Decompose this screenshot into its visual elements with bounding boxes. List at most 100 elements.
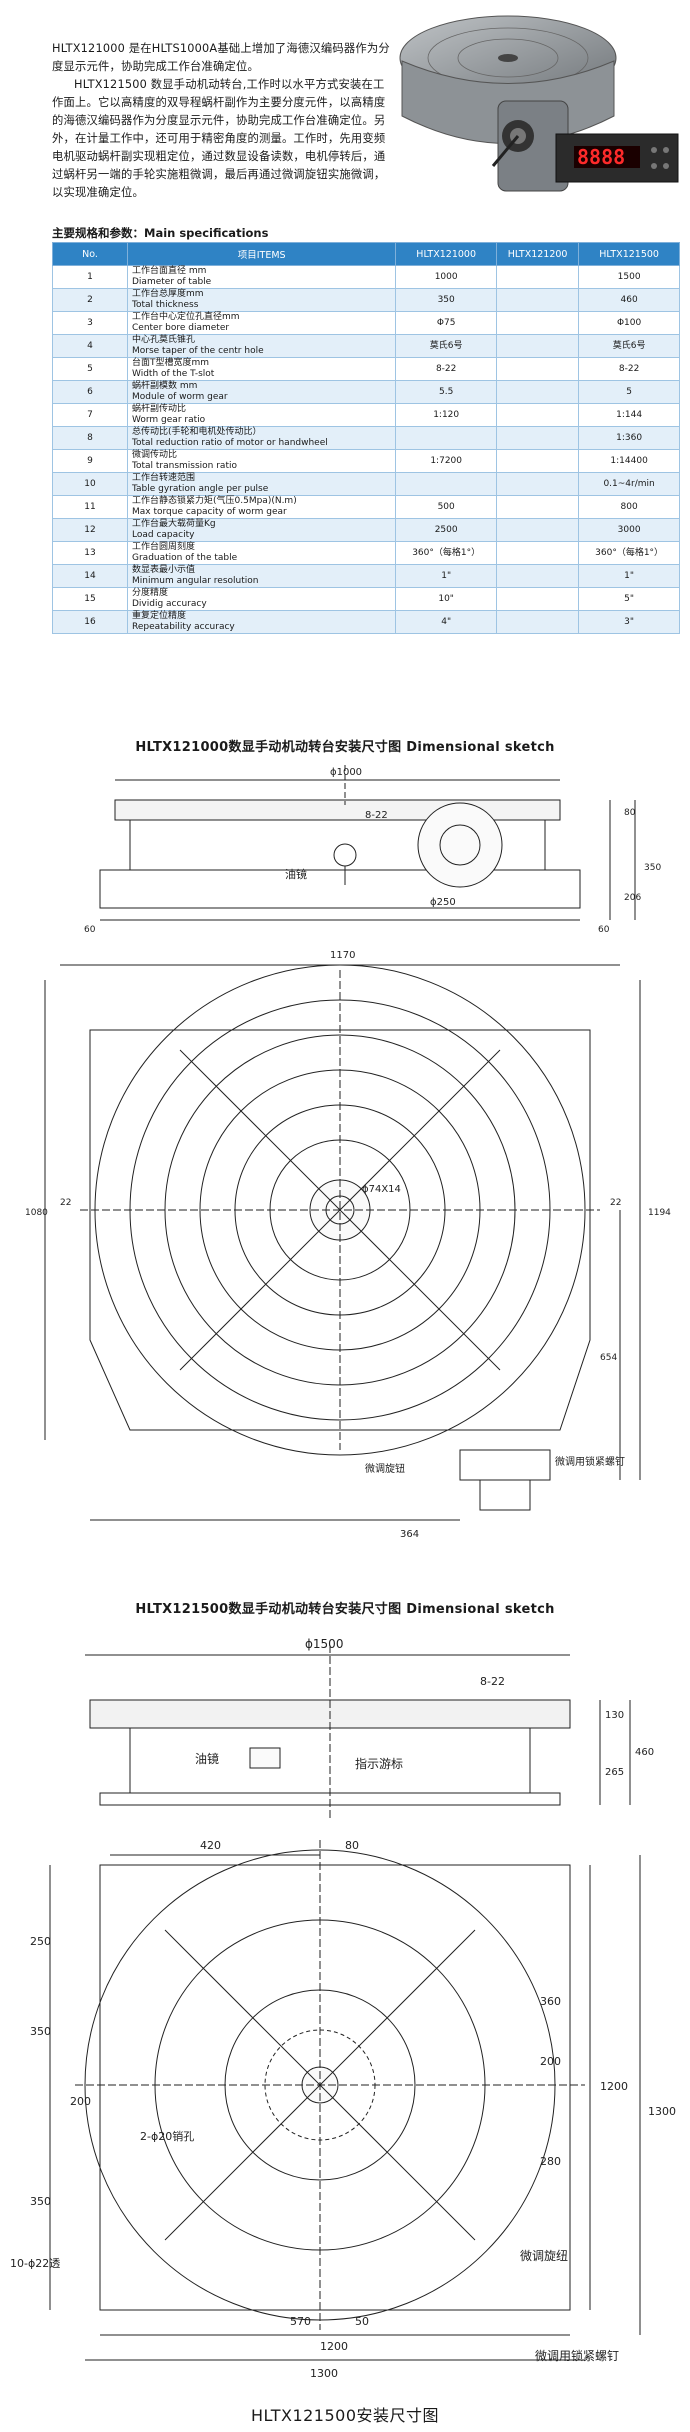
cell-item-text: 工作台中心定位孔直径mm (132, 312, 240, 322)
cell-model-1500: 0.1~4r/min (578, 472, 680, 496)
cell-model-1200 (496, 311, 580, 335)
cell-model-1200 (496, 288, 580, 312)
cell-model-1500: 460 (578, 288, 680, 312)
cell-no: 7 (52, 403, 128, 427)
cell-model-1200 (496, 449, 580, 473)
cell-no-text: 6 (87, 386, 93, 397)
sk3-h1300: 1300 (648, 2105, 676, 2118)
cell-model-1500-text: 5 (626, 386, 632, 397)
cell-item-text: 中心孔莫氏锥孔 (132, 335, 196, 345)
cell-model-1000: 1000 (395, 265, 498, 289)
sk1-l22a: 22 (60, 1198, 71, 1208)
cell-no-text: 12 (84, 524, 96, 535)
cell-model-1000: 500 (395, 495, 498, 519)
sk3-h350b: 350 (30, 2195, 51, 2208)
cell-item-text: 蜗杆副传动比 (132, 404, 187, 414)
cell-item-text: 工作台最大载荷量Kg (132, 519, 216, 529)
sk1-l60a: 60 (84, 925, 96, 935)
cell-no: 5 (52, 357, 128, 381)
cell-item-text-en: Repeatability accuracy (132, 622, 235, 632)
sk3-screw: 微调用锁紧螺钉 (535, 2348, 619, 2363)
sk1-l22b: 22 (610, 1198, 621, 1208)
sketch3-plan-view: 420 80 250 350 200 2-ϕ20销孔 350 10-ϕ22透 3… (10, 1839, 676, 2380)
cell-model-1500: 1:144 (578, 403, 680, 427)
sk1-h654: 654 (600, 1353, 617, 1363)
sk3-h250: 250 (30, 1935, 51, 1948)
sk2-h265: 265 (605, 1767, 624, 1778)
cell-item-text: 工作台转速范围 (132, 473, 196, 483)
cell-item-text-en: Total reduction ratio of motor or handwh… (132, 438, 328, 448)
sk3-h200: 200 (70, 2095, 91, 2108)
cell-no-text: 7 (87, 409, 93, 420)
sk1-knob: 微调旋钮 (365, 1462, 405, 1475)
sk2-d1500: ϕ1500 (305, 1637, 343, 1651)
sk3-h360: 360 (540, 1995, 561, 2008)
sk1-oil: 油镜 (285, 867, 307, 881)
cell-model-1500: 8-22 (578, 357, 680, 381)
cell-no: 2 (52, 288, 128, 312)
cell-model-1000: 10" (395, 587, 498, 611)
cell-no-text: 8 (87, 432, 93, 443)
cell-item-text-en: Table gyration angle per pulse (132, 484, 269, 494)
sk2-h460: 460 (635, 1747, 654, 1758)
cell-model-1500-text: 3000 (617, 524, 641, 535)
sk2-h130: 130 (605, 1710, 624, 1721)
cell-model-1000-text: 1000 (434, 271, 458, 282)
cell-model-1500-text: 1:14400 (610, 455, 648, 466)
cell-item-text: 工作台总厚度mm (132, 289, 204, 299)
cell-model-1500: 5 (578, 380, 680, 404)
cell-model-1500-text: 1:144 (616, 409, 643, 420)
cell-no: 16 (52, 610, 128, 634)
header-no: No. (52, 242, 128, 266)
cell-no: 14 (52, 564, 128, 588)
cell-item-text: 工作台圆周刻度 (132, 542, 196, 552)
cell-item-text-en: Total thickness (132, 300, 199, 310)
cell-model-1500-text: 5" (624, 593, 635, 604)
sketch3-caption: HLTX121500安装尺寸图 (250, 2406, 440, 2425)
cell-item-text-en: Max torque capacity of worm gear (132, 507, 287, 517)
cell-model-1000-text: 2500 (434, 524, 458, 535)
cell-model-1500-text: 1500 (617, 271, 641, 282)
cell-model-1000-text: 500 (437, 501, 455, 512)
cell-item-text-en: Center bore diameter (132, 323, 230, 333)
cell-no: 10 (52, 472, 128, 496)
cell-model-1200 (496, 541, 580, 565)
cell-item-text-en: Worm gear ratio (132, 415, 206, 425)
product-photo: 8888 (399, 15, 679, 192)
cell-no-text: 1 (87, 271, 93, 282)
cell-model-1200 (496, 610, 580, 634)
cell-item-text-en: Total transmission ratio (132, 461, 237, 471)
sk1-h1080: 1080 (25, 1208, 48, 1218)
sk2-indicator: 指示游标 (355, 1756, 403, 1771)
sk3-w1300: 1300 (310, 2367, 338, 2380)
cell-model-1200 (496, 265, 580, 289)
cell-model-1000: 2500 (395, 518, 498, 542)
cell-model-1000-text: 1:7200 (430, 455, 462, 466)
cell-model-1000: 4" (395, 610, 498, 634)
cell-model-1000: 1:7200 (395, 449, 498, 473)
sk1-screw: 微调用锁紧螺钉 (555, 1455, 625, 1468)
header-model-1000: HLTX121000 (395, 242, 498, 266)
cell-model-1200 (496, 495, 580, 519)
cell-item-text: 数显表最小示值 (132, 565, 196, 575)
display-readout: 8888 (577, 145, 625, 169)
cell-model-1200 (496, 380, 580, 404)
sketch2-side-view: ϕ1500 8-22 130 460 265 油镜 指示游标 (85, 1637, 654, 1820)
sketch2-caption: HLTX121500数显手动机动转台安装尺寸图 Dimensional sket… (135, 1602, 555, 1617)
cell-no: 15 (52, 587, 128, 611)
